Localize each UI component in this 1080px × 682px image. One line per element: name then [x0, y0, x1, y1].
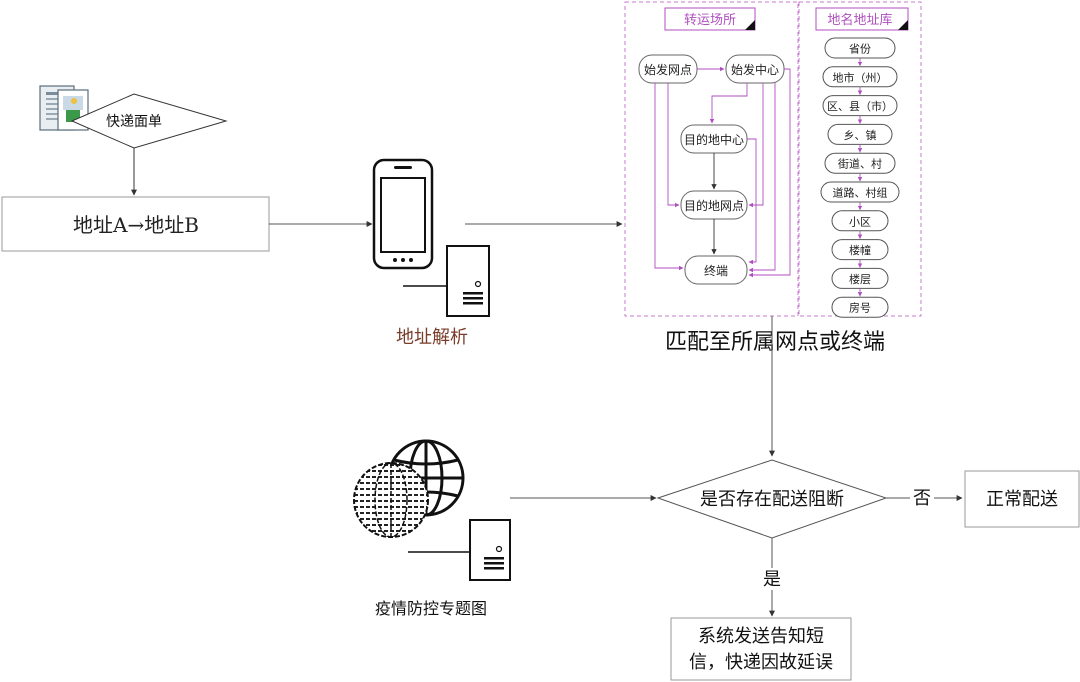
node-terminal: [684, 255, 748, 285]
grid-globe-icon: [353, 462, 429, 538]
server-icon: [403, 245, 490, 317]
geo-level-label: 道路、村组: [833, 186, 888, 200]
transfer-connectors: [654, 66, 791, 278]
waybill-label: 快递面单: [106, 114, 162, 130]
geo-level-label: 街道、村: [838, 157, 882, 171]
transfer-title-box: [664, 7, 756, 31]
sms-line-2: 信，快递因故延误: [689, 652, 833, 673]
normal-delivery-label: 正常配送: [986, 489, 1058, 510]
normal-delivery-box: [964, 470, 1080, 528]
server-icon-2: [408, 519, 511, 581]
geo-title: 地名地址库: [827, 12, 892, 28]
geo-level-label: 乡、镇: [844, 128, 877, 142]
transfer-panel: [624, 1, 799, 317]
node-dest-center-label: 目的地中心: [684, 132, 744, 147]
node-terminal-label: 终端: [704, 263, 728, 278]
node-origin-outlet-label: 始发网点: [644, 62, 692, 77]
node-dest-outlet-label: 目的地网点: [684, 198, 744, 213]
geo-level-label: 楼幢: [849, 243, 871, 257]
geo-level-label: 楼层: [849, 272, 871, 286]
geo-level-label: 省份: [849, 43, 871, 56]
sms-line-1: 系统发送告知短: [698, 626, 824, 647]
geo-level-label: 房号: [849, 302, 871, 315]
decision-label: 是否存在配送阻断: [700, 489, 844, 510]
address-parse-label: 地址解析: [396, 327, 468, 348]
geo-title-box: [815, 7, 909, 31]
geo-level-label: 区、县（市）: [827, 99, 893, 113]
transfer-title: 转运场所: [684, 13, 736, 28]
node-origin-center-label: 始发中心: [731, 62, 779, 77]
waybill-diamond: [70, 93, 228, 149]
address-box: [1, 196, 270, 252]
geo-level-label: 小区: [849, 215, 871, 228]
address-box-label: 地址A→地址B: [73, 213, 199, 237]
epidemic-map-label: 疫情防控专题图: [375, 599, 487, 618]
sms-box: [670, 617, 852, 681]
no-label: 否: [913, 488, 931, 509]
match-caption: 匹配至所属网点或终端: [665, 330, 885, 355]
phone-icon: [372, 158, 434, 270]
yes-label: 是: [763, 569, 781, 590]
geo-level-label: 地市（州）: [833, 70, 888, 84]
geo-level-pill: [831, 296, 889, 318]
